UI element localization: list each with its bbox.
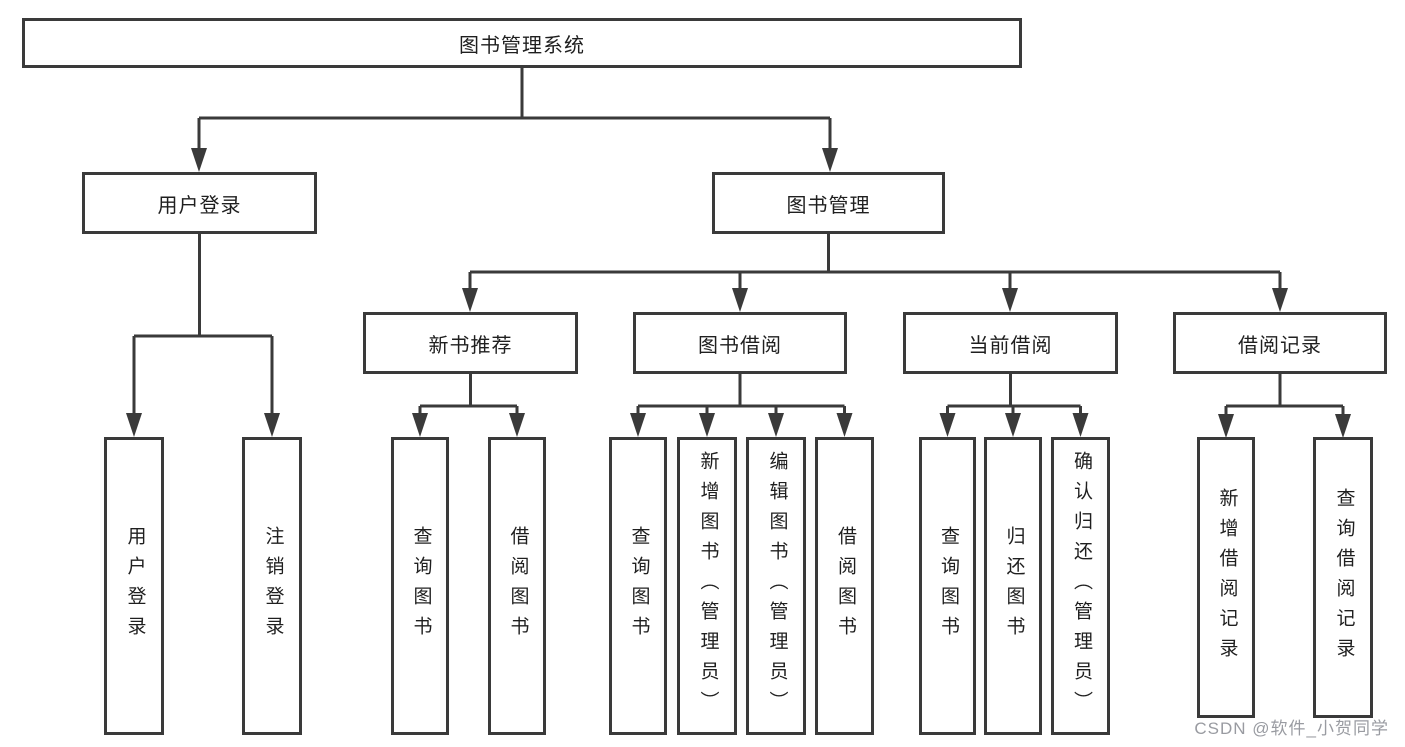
node-label: 注销登录 <box>262 526 284 646</box>
leaf-current-confirm-return-admin: 确认归还（管理员） <box>1051 437 1110 735</box>
node-book-borrowing: 图书借阅 <box>633 312 847 374</box>
leaf-borrowing-borrow-books: 借阅图书 <box>815 437 874 735</box>
node-label: 图书管理 <box>786 194 871 217</box>
node-label: 查询图书 <box>937 526 959 646</box>
node-label: 新增借阅记录 <box>1216 487 1238 668</box>
leaf-user-login: 用户登录 <box>104 437 164 735</box>
node-label: 归还图书 <box>1003 526 1025 646</box>
leaf-current-query-books: 查询图书 <box>919 437 976 735</box>
node-label: 新书推荐 <box>428 334 513 357</box>
node-label: 查询借阅记录 <box>1333 487 1355 668</box>
connector-paths <box>132 68 1345 415</box>
node-label: 当前借阅 <box>968 334 1053 357</box>
leaf-current-return-books: 归还图书 <box>984 437 1042 735</box>
node-borrow-records: 借阅记录 <box>1173 312 1387 374</box>
leaf-logout: 注销登录 <box>242 437 302 735</box>
node-label: 新增图书（管理员） <box>697 451 719 721</box>
node-label: 借阅图书 <box>834 526 856 646</box>
node-label: 编辑图书（管理员） <box>766 451 788 721</box>
leaf-records-query-record: 查询借阅记录 <box>1313 437 1373 718</box>
node-label: 查询图书 <box>410 526 432 646</box>
leaf-borrowing-query-books: 查询图书 <box>609 437 667 735</box>
node-label: 用户登录 <box>157 194 242 217</box>
node-library-management-system: 图书管理系统 <box>22 18 1022 68</box>
leaf-borrowing-edit-books-admin: 编辑图书（管理员） <box>746 437 806 735</box>
node-label: 用户登录 <box>124 526 146 646</box>
arrowheads <box>126 148 1351 438</box>
node-current-borrowing: 当前借阅 <box>903 312 1118 374</box>
leaf-newrec-query-books: 查询图书 <box>391 437 449 735</box>
leaf-records-add-record: 新增借阅记录 <box>1197 437 1255 718</box>
leaf-borrowing-add-books-admin: 新增图书（管理员） <box>677 437 737 735</box>
node-label: 查询图书 <box>628 526 650 646</box>
csdn-watermark: CSDN @软件_小贺同学 <box>1194 719 1389 738</box>
node-new-book-recommend: 新书推荐 <box>363 312 578 374</box>
node-user-login: 用户登录 <box>82 172 317 234</box>
node-label: 图书管理系统 <box>459 34 585 57</box>
leaf-newrec-borrow-books: 借阅图书 <box>488 437 546 735</box>
node-label: 确认归还（管理员） <box>1070 451 1092 721</box>
node-book-management: 图书管理 <box>712 172 945 234</box>
node-label: 图书借阅 <box>698 334 782 357</box>
node-label: 借阅图书 <box>507 526 529 646</box>
node-label: 借阅记录 <box>1238 334 1322 357</box>
